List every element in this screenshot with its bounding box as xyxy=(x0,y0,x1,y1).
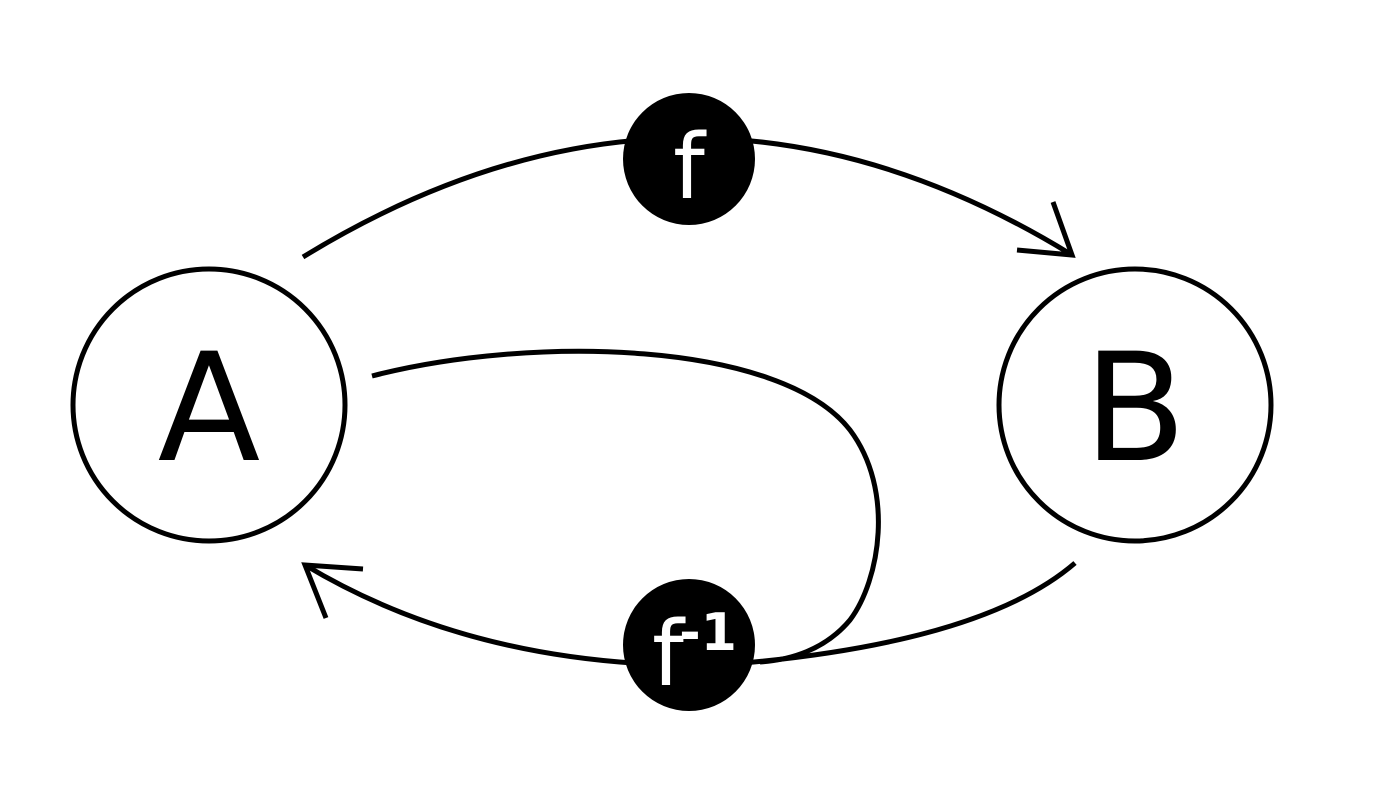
node-b-label: B xyxy=(1084,322,1187,496)
node-a: A xyxy=(70,266,348,544)
edge-inverse-arrowhead xyxy=(301,562,364,619)
node-b: B xyxy=(996,266,1274,544)
badge-f-inverse-circle xyxy=(623,579,755,711)
badge-f-inverse-label: f xyxy=(652,602,686,707)
node-a-circle xyxy=(70,266,348,544)
edge-forward-arrowhead xyxy=(1016,201,1076,258)
node-b-circle xyxy=(996,266,1274,544)
badge-f-inverse: f -1 xyxy=(623,579,755,711)
badge-f-label: f xyxy=(673,115,707,220)
node-a-label: A xyxy=(158,322,261,496)
badge-f: f xyxy=(623,93,755,225)
badge-f-inverse-superscript: -1 xyxy=(679,603,737,663)
badge-f-circle xyxy=(623,93,755,225)
edge-loop-curve xyxy=(371,348,881,665)
